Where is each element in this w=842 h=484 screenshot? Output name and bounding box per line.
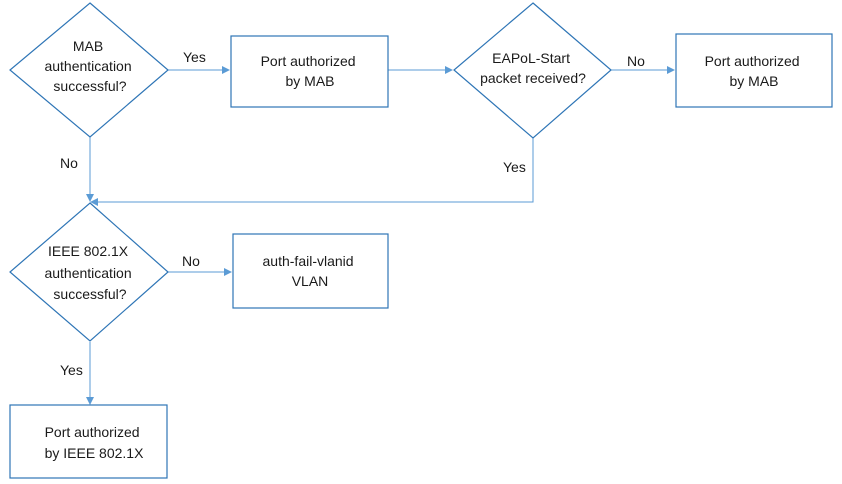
text-line: Port authorized xyxy=(705,53,800,69)
edge-eapol-yes xyxy=(97,138,534,203)
text-line: successful? xyxy=(53,286,126,302)
arrowhead-eapol-yes xyxy=(90,198,98,206)
text-line: successful? xyxy=(53,78,126,94)
text-line: MAB xyxy=(73,38,103,54)
arrowhead-mab-yes xyxy=(222,66,230,74)
decision-text: EAPoL-Start packet received? xyxy=(480,50,586,86)
process-box xyxy=(9,404,168,479)
text-line: by MAB xyxy=(729,73,778,89)
decision-diamond xyxy=(9,202,169,342)
text-line: by IEEE 802.1X xyxy=(45,445,145,461)
text-line: authentication xyxy=(44,265,131,281)
text-line: authentication xyxy=(44,58,131,74)
text-line: IEEE 802.1X xyxy=(48,243,129,259)
decision-dot1x-authentication: IEEE 802.1X authentication successful? xyxy=(9,202,169,342)
text-line: EAPoL-Start xyxy=(492,50,570,66)
edge-label-eapol-yes: Yes xyxy=(503,159,526,175)
box-text: Port authorized by MAB xyxy=(261,53,360,89)
box-port-authorized-dot1x: Port authorized by IEEE 802.1X xyxy=(9,404,168,479)
process-box xyxy=(675,33,833,108)
decision-diamond xyxy=(453,2,612,139)
text-line: Port authorized xyxy=(45,424,140,440)
decision-text: MAB authentication successful? xyxy=(44,38,135,94)
process-box xyxy=(230,35,389,108)
edge-label-dot1x-yes: Yes xyxy=(60,362,83,378)
arrowhead-dot1x-no xyxy=(224,268,232,276)
edge-label-eapol-no: No xyxy=(627,53,645,69)
text-line: auth-fail-vlanid xyxy=(263,253,354,269)
text-line: VLAN xyxy=(292,273,329,289)
decision-mab-authentication: MAB authentication successful? xyxy=(9,2,169,138)
text-line: Port authorized xyxy=(261,53,356,69)
box-auth-fail-vlan: auth-fail-vlanid VLAN xyxy=(232,233,389,309)
connectors xyxy=(86,66,675,405)
process-box xyxy=(232,233,389,309)
box-text: auth-fail-vlanid VLAN xyxy=(263,253,358,289)
edge-label-mab-no: No xyxy=(60,155,78,171)
decision-eapol-start: EAPoL-Start packet received? xyxy=(453,2,612,139)
box-port-authorized-mab-2: Port authorized by MAB xyxy=(675,33,833,108)
text-line: by MAB xyxy=(285,73,334,89)
text-line: packet received? xyxy=(480,70,586,86)
edge-label-dot1x-no: No xyxy=(182,253,200,269)
edge-labels: Yes No No Yes No Yes xyxy=(60,49,645,378)
arrowhead-eapol-no xyxy=(667,66,675,74)
box-text: Port authorized by MAB xyxy=(705,53,804,89)
box-text: Port authorized by IEEE 802.1X xyxy=(45,424,145,461)
box-port-authorized-mab: Port authorized by MAB xyxy=(230,35,389,108)
decision-text: IEEE 802.1X authentication successful? xyxy=(44,243,135,302)
arrowhead-mab-no xyxy=(86,194,94,202)
edge-label-mab-yes: Yes xyxy=(183,49,206,65)
arrowhead-dot1x-yes xyxy=(86,397,94,405)
decision-diamond xyxy=(9,2,169,138)
arrowhead-port-to-eapol xyxy=(445,66,453,74)
